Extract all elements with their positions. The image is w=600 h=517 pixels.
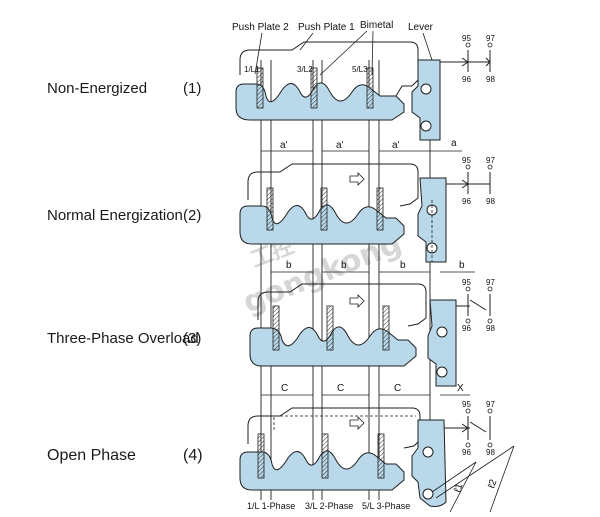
stage-label-non-energized: Non-Energized <box>47 80 148 97</box>
svg-text:98: 98 <box>486 324 495 333</box>
svg-text:a': a' <box>392 140 400 151</box>
stage-2-mechanism: 95 97 96 98 <box>239 156 495 263</box>
svg-text:b: b <box>400 260 406 271</box>
svg-text:C: C <box>337 383 344 394</box>
stage-number-3: (3) <box>183 330 202 347</box>
svg-text:95: 95 <box>462 278 471 287</box>
stage-4-mechanism: 95 97 96 98 ℓ1 ℓ2 <box>239 400 515 513</box>
stage-label-three-phase-overload: Three-Phase Overload <box>47 330 199 347</box>
svg-text:a: a <box>451 138 457 149</box>
svg-text:X: X <box>457 383 464 394</box>
svg-text:a': a' <box>280 140 288 151</box>
stage-number-4: (4) <box>183 447 203 464</box>
svg-text:1/L1: 1/L1 <box>244 65 260 74</box>
stage-label-open-phase: Open Phase <box>47 447 136 464</box>
push-plate-2-label: Push Plate 2 <box>232 22 289 33</box>
svg-text:96: 96 <box>462 197 471 206</box>
stage-number-1: (1) <box>183 80 202 97</box>
svg-text:1/L 1-Phase: 1/L 1-Phase <box>247 501 295 511</box>
stage-1-mechanism: 1/L1 3/L2 5/L3 95 97 96 98 <box>235 34 495 141</box>
svg-text:5/L3: 5/L3 <box>352 65 368 74</box>
push-plate-1-label: Push Plate 1 <box>298 22 355 33</box>
svg-text:95: 95 <box>462 400 471 409</box>
svg-text:3/L2: 3/L2 <box>297 65 313 74</box>
svg-text:C: C <box>394 383 401 394</box>
svg-text:97: 97 <box>486 400 495 409</box>
stage-label-normal-energization: Normal Energization <box>47 207 183 224</box>
stage-3-mechanism: 95 97 96 98 <box>249 278 495 387</box>
svg-text:3/L 2-Phase: 3/L 2-Phase <box>305 501 353 511</box>
lever-label: Lever <box>408 22 434 33</box>
svg-text:95: 95 <box>462 34 471 43</box>
svg-text:98: 98 <box>486 197 495 206</box>
svg-text:C: C <box>281 383 288 394</box>
svg-text:98: 98 <box>486 75 495 84</box>
svg-text:96: 96 <box>462 448 471 457</box>
top-labels: Push Plate 2 Push Plate 1 Bimetal Lever <box>232 20 434 76</box>
stage-number-2: (2) <box>183 207 202 224</box>
svg-text:ℓ2: ℓ2 <box>486 478 499 490</box>
svg-text:97: 97 <box>486 278 495 287</box>
svg-text:ℓ1: ℓ1 <box>452 482 465 494</box>
svg-text:97: 97 <box>486 156 495 165</box>
svg-text:b: b <box>459 260 465 271</box>
svg-text:97: 97 <box>486 34 495 43</box>
svg-text:b: b <box>286 260 292 271</box>
svg-text:b: b <box>341 260 347 271</box>
bottom-phase-labels: 1/L 1-Phase 3/L 2-Phase 5/L 3-Phase <box>247 501 410 511</box>
svg-text:96: 96 <box>462 75 471 84</box>
bimetal-label: Bimetal <box>360 20 393 31</box>
svg-text:a': a' <box>336 140 344 151</box>
svg-text:96: 96 <box>462 324 471 333</box>
svg-text:95: 95 <box>462 156 471 165</box>
svg-text:98: 98 <box>486 448 495 457</box>
svg-text:5/L 3-Phase: 5/L 3-Phase <box>362 501 410 511</box>
